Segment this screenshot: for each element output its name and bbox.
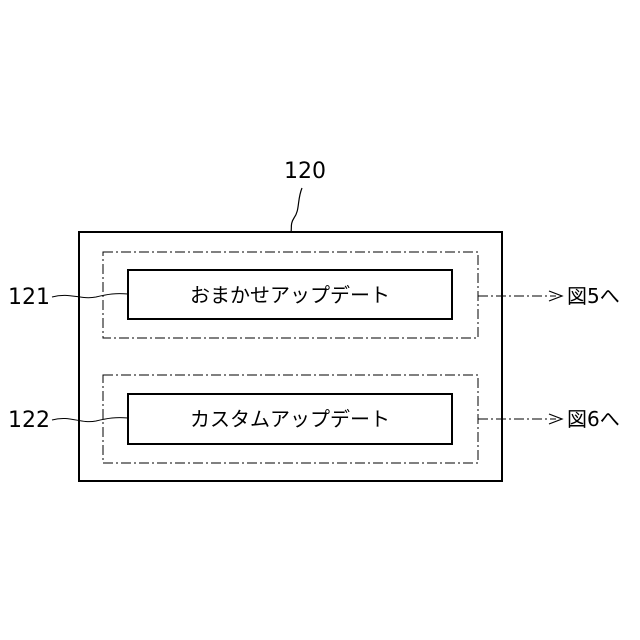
reference-label-122: 122 <box>8 408 50 433</box>
reference-label-121: 121 <box>8 285 50 310</box>
main-reference-leader <box>291 188 302 232</box>
row-auto-update: おまかせアップデート 121 図5へ <box>8 252 620 338</box>
main-reference-label: 120 <box>284 159 326 184</box>
reference-leader-122 <box>52 418 128 422</box>
custom-update-button-label: カスタムアップデート <box>190 407 390 431</box>
row-custom-update: カスタムアップデート 122 図6へ <box>8 375 620 463</box>
transition-target-1: 図5へ <box>567 284 620 308</box>
reference-leader-121 <box>52 294 128 298</box>
transition-target-2: 図6へ <box>567 407 620 431</box>
auto-update-button-label: おまかせアップデート <box>190 283 390 307</box>
